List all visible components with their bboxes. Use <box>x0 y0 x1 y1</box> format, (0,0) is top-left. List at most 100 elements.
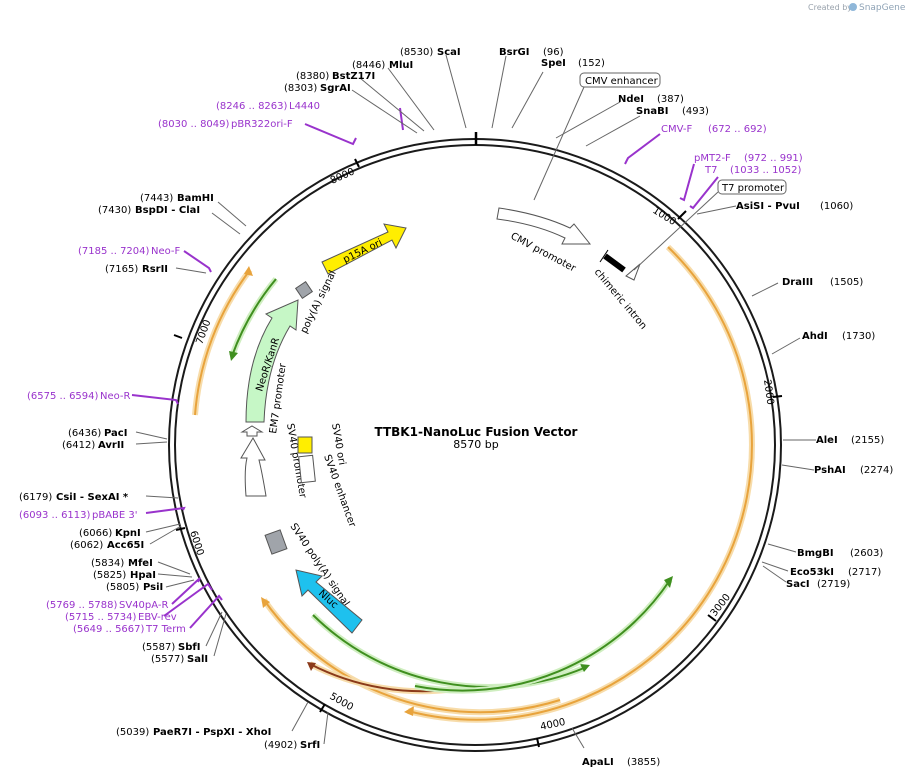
credit-prefix: Created by <box>808 3 852 12</box>
sv40-enhancer-box[interactable] <box>298 454 316 484</box>
site-sali-pos: (5577) <box>151 654 184 665</box>
site-asisi-pvui[interactable]: AsiSI - PvuI <box>736 201 800 212</box>
site-saci[interactable]: SacI <box>786 579 810 590</box>
site-bstz17i-pos: (8380) <box>296 71 329 82</box>
site-kpni[interactable]: KpnI <box>115 528 141 539</box>
sv40-promoter-arrow[interactable] <box>240 436 267 497</box>
credit-brand[interactable]: SnapGene <box>859 3 906 13</box>
primer-neo-r[interactable]: Neo-R <box>100 391 131 402</box>
site-paer7i-pos: (5039) <box>116 727 149 738</box>
sv40-ori-box[interactable] <box>297 436 313 454</box>
site-scai[interactable]: ScaI <box>437 47 461 58</box>
site-bsrgi[interactable]: BsrGI <box>499 47 529 58</box>
site-rsrii-pos: (7165) <box>105 264 138 275</box>
site-apali[interactable]: ApaLI <box>582 757 614 768</box>
cmv-enhancer-tag[interactable]: CMV enhancer <box>579 72 661 88</box>
primer-cmv-f-range: (672 .. 692) <box>708 124 767 135</box>
primer-pbabe-range: (6093 .. 6113) <box>19 510 91 521</box>
site-sgrai[interactable]: SgrAI <box>320 83 351 94</box>
primer-sv40pa-r[interactable]: SV40pA-R <box>119 600 168 611</box>
plasmid-title: TTBK1-NanoLuc Fusion Vector <box>375 425 578 439</box>
primer-t7-term[interactable]: T7 Term <box>145 624 186 635</box>
site-ndei-pos: (387) <box>657 94 684 105</box>
site-asisi-pos: (1060) <box>820 201 853 212</box>
site-hpai[interactable]: HpaI <box>130 570 156 581</box>
site-bspdi-clai[interactable]: BspDI - ClaI <box>135 205 200 216</box>
site-mfei-pos: (5834) <box>91 558 124 569</box>
primer-l4440-range: (8246 .. 8263) <box>216 101 288 112</box>
site-psii-pos: (5805) <box>106 582 139 593</box>
primer-neo-f[interactable]: Neo-F <box>151 246 181 257</box>
feature-leader-lines <box>533 86 719 271</box>
primer-neo-f-range: (7185 .. 7204) <box>78 246 150 257</box>
tick-label-4000: 4000 <box>539 717 566 733</box>
site-paer7i-pspxi-xhoi[interactable]: PaeR7I - PspXI - XhoI <box>153 727 271 738</box>
primer-pmt2-f[interactable]: pMT2-F <box>694 153 731 164</box>
site-ndei[interactable]: NdeI <box>618 94 644 105</box>
site-alei[interactable]: AleI <box>816 435 838 446</box>
site-saci-pos: (2719) <box>817 579 850 590</box>
primer-ebv-rev-range: (5715 .. 5734) <box>65 612 137 623</box>
primer-pbr322-range: (8030 .. 8049) <box>158 119 230 130</box>
chimeric-intron-bar[interactable] <box>603 253 626 273</box>
site-snabi[interactable]: SnaBI <box>636 106 668 117</box>
site-mlui[interactable]: MluI <box>389 60 413 71</box>
primer-marks <box>131 107 719 629</box>
polya-signal-label: poly(A) signal <box>299 269 339 335</box>
primer-cmv-f[interactable]: CMV-F <box>661 124 692 135</box>
tick-label-1000: 1000 <box>650 205 677 228</box>
site-bmgbi-pos: (2603) <box>850 548 883 559</box>
chimeric-intron-label: chimeric intron <box>592 267 649 332</box>
nluc-arrow[interactable] <box>295 569 363 634</box>
site-draiii-pos: (1505) <box>830 277 863 288</box>
primer-t7-term-range: (5649 .. 5667) <box>73 624 145 635</box>
site-rsrii[interactable]: RsrII <box>142 264 168 275</box>
site-sbfi[interactable]: SbfI <box>178 642 200 653</box>
site-mlui-pos: (8446) <box>352 60 385 71</box>
site-psii[interactable]: PsiI <box>143 582 163 593</box>
site-ahdi[interactable]: AhdI <box>802 331 828 342</box>
site-spei[interactable]: SpeI <box>541 58 566 69</box>
site-bamhi[interactable]: BamHI <box>177 193 214 204</box>
neor-kanr-arrow[interactable] <box>245 299 299 423</box>
site-ahdi-pos: (1730) <box>842 331 875 342</box>
tick-label-6000: 6000 <box>187 530 205 558</box>
site-sgrai-pos: (8303) <box>284 83 317 94</box>
site-avrii-pos: (6412) <box>62 440 95 451</box>
site-bmgbi[interactable]: BmgBI <box>797 548 834 559</box>
site-hpai-pos: (5825) <box>93 570 126 581</box>
site-acc65i[interactable]: Acc65I <box>107 540 144 551</box>
primer-t7[interactable]: T7 <box>704 165 717 176</box>
site-mfei[interactable]: MfeI <box>128 558 153 569</box>
p15a-ori-arrow[interactable] <box>321 223 407 275</box>
t7-promoter-tag[interactable]: T7 promoter <box>717 179 787 195</box>
primer-ebv-rev[interactable]: EBV-rev <box>138 612 177 623</box>
site-paci[interactable]: PacI <box>104 428 127 439</box>
site-spei-pos: (152) <box>578 58 605 69</box>
cmv-promoter-arrow[interactable] <box>496 207 592 245</box>
site-srfi[interactable]: SrfI <box>300 740 320 751</box>
primer-pbabe-3[interactable]: pBABE 3' <box>92 510 138 521</box>
primer-l4440[interactable]: L4440 <box>289 101 320 112</box>
tick-label-2000: 2000 <box>761 379 775 406</box>
site-pshai[interactable]: PshAI <box>814 465 846 476</box>
sv40-polya-box[interactable] <box>264 529 288 555</box>
site-csii-pos: (6179) <box>19 492 52 503</box>
site-eco53ki-pos: (2717) <box>848 567 881 578</box>
site-avrii[interactable]: AvrII <box>98 440 124 451</box>
em7-promoter-arrow[interactable] <box>240 425 264 437</box>
primer-pbr322ori-f[interactable]: pBR322ori-F <box>231 119 293 130</box>
site-eco53ki[interactable]: Eco53kI <box>790 567 834 578</box>
site-sali[interactable]: SalI <box>187 654 208 665</box>
site-csii-sexai[interactable]: CsiI - SexAI * <box>56 492 129 503</box>
site-apali-pos: (3855) <box>627 757 660 768</box>
plasmid-length: 8570 bp <box>453 438 498 451</box>
site-bstz17i[interactable]: BstZ17I <box>332 71 375 82</box>
polya-signal-box[interactable] <box>294 280 314 300</box>
site-paci-pos: (6436) <box>68 428 101 439</box>
site-leader-lines <box>135 54 816 749</box>
site-snabi-pos: (493) <box>682 106 709 117</box>
site-srfi-pos: (4902) <box>264 740 297 751</box>
site-draiii[interactable]: DraIII <box>782 277 813 288</box>
